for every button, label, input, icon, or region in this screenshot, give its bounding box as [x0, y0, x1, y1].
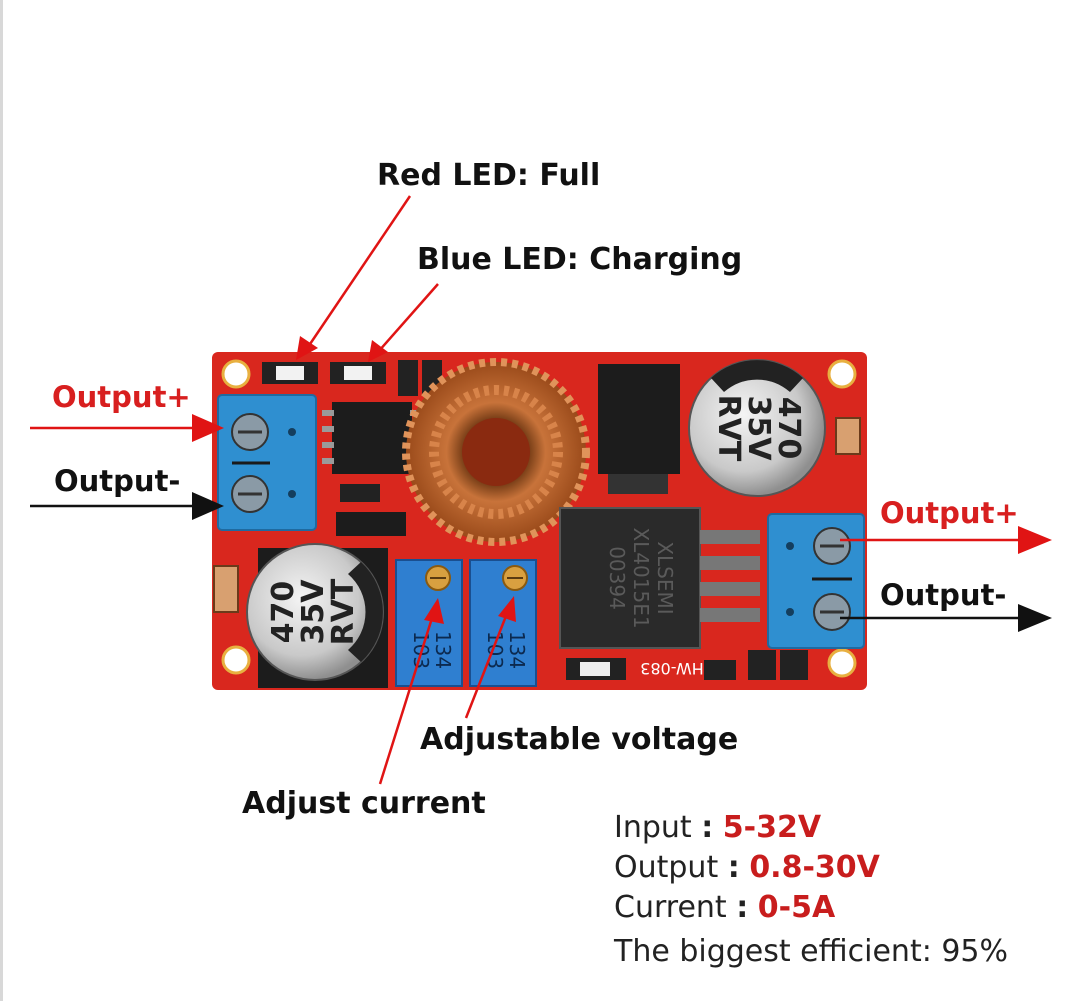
board-id-label: HW-083 [640, 659, 704, 678]
right-terminal-block [767, 513, 865, 649]
diode [598, 364, 680, 474]
cap-label: RVT [326, 578, 361, 645]
adjustable-voltage-label: Adjustable voltage [420, 722, 739, 757]
adjust-current-label: Adjust current [242, 786, 486, 821]
capacitor-right [688, 359, 826, 497]
spec-input-value: 5-32V [722, 810, 822, 845]
spec-separator: : [736, 890, 749, 925]
spec-separator: : [727, 850, 740, 885]
pot-label: 134 [505, 631, 529, 669]
ic-label: XLSEMI [653, 541, 677, 614]
red-led-label: Red LED: Full [377, 158, 601, 193]
right-output-minus-label: Output- [880, 578, 1007, 612]
cap-label: 35V [296, 579, 331, 645]
pot-label: 134 [431, 631, 455, 669]
adjust-current-arrow [378, 617, 434, 785]
left-output-minus-label: Output- [54, 464, 181, 498]
capacitor-left [246, 543, 384, 681]
spec-output: Output : 0.8-30V [614, 850, 880, 885]
mounting-hole [827, 359, 857, 389]
spec-output-value: 0.8-30V [749, 850, 880, 885]
left-output-plus-label: Output+ [52, 380, 191, 414]
adjustable-voltage-arrow [464, 615, 508, 719]
red-led-arrow [304, 195, 412, 351]
cap-label: 470 [266, 581, 301, 644]
spec-input-label: Input [614, 810, 692, 845]
cap-label: 470 [771, 397, 806, 460]
mounting-hole [221, 645, 251, 675]
xl4015-ic [559, 507, 701, 649]
cap-label: 35V [741, 396, 776, 462]
blue-led-arrow [377, 283, 439, 353]
smd-chip [332, 402, 412, 474]
spec-current-label: Current [614, 890, 727, 925]
spec-current-value: 0-5A [757, 890, 836, 925]
mounting-hole [221, 359, 251, 389]
ic-label: XL4015E1 [629, 527, 653, 628]
spec-separator: : [701, 810, 714, 845]
ic-label: 00394 [605, 546, 629, 610]
mounting-hole [827, 648, 857, 678]
spec-current: Current : 0-5A [614, 890, 835, 925]
cap-label: RVT [711, 395, 746, 462]
spec-input: Input : 5-32V [614, 810, 821, 845]
right-output-plus-label: Output+ [880, 496, 1019, 530]
spec-output-label: Output [614, 850, 719, 885]
blue-led-label: Blue LED: Charging [417, 242, 743, 277]
spec-efficiency: The biggest efficient: 95% [614, 934, 1009, 969]
